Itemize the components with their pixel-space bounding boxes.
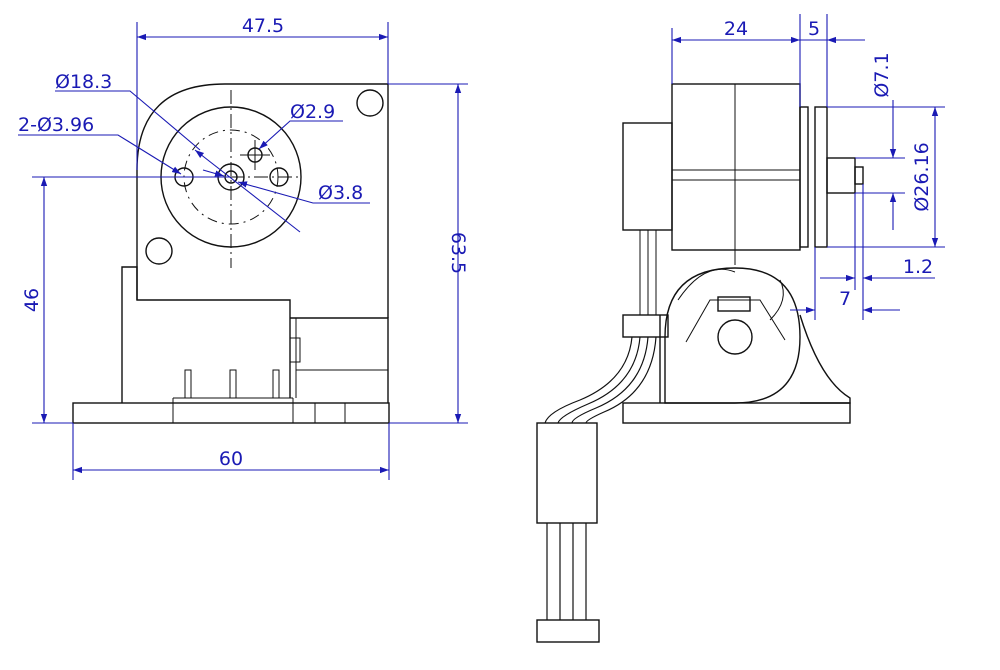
side-view: [536, 83, 864, 643]
dim-width-top: 47.5: [242, 15, 284, 37]
cable-clip: [622, 314, 669, 338]
dim-small-hole: Ø2.9: [290, 101, 335, 123]
connector-block: [622, 122, 673, 231]
corner-hole-bottom: [145, 237, 173, 265]
side-dimensions: 24 5 Ø7.1 Ø26.16 1.2 7: [671, 14, 945, 320]
dim-shaft-tip: Ø7.1: [871, 52, 893, 97]
side-flange: [814, 106, 828, 248]
dim-flange-depth: 5: [808, 18, 820, 40]
dim-body-depth: 24: [724, 18, 748, 40]
motor-body: [671, 83, 801, 251]
dim-shaft-step: 1.2: [903, 256, 933, 278]
gear-housing-stub: [290, 317, 389, 403]
dim-flange-diameter: Ø26.16: [911, 142, 933, 211]
corner-hole-top: [356, 89, 384, 117]
dim-axis-height: 46: [21, 288, 43, 312]
dim-base-width: 60: [219, 448, 243, 470]
dim-shaft-length: 7: [839, 288, 851, 310]
front-bracket: [121, 266, 291, 403]
side-base-plate: [622, 402, 851, 424]
cable-plug: [536, 619, 600, 643]
output-shaft: [717, 319, 753, 355]
dim-total-height: 63.5: [447, 232, 469, 274]
side-shaft: [826, 157, 856, 194]
dim-shaft-diameter: Ø3.8: [318, 182, 363, 204]
side-flange-plate: [799, 106, 809, 248]
connector-pins: [184, 369, 280, 399]
gear-housing: [664, 267, 801, 404]
dim-hub-diameter: Ø18.3: [55, 71, 112, 93]
ribbon-cable: [544, 336, 657, 424]
side-support: [799, 314, 851, 404]
front-dimensions: 47.5 Ø18.3 2-Ø3.96 Ø2.9 Ø3.8 63.5 46 60: [18, 15, 469, 480]
gear-key: [717, 296, 751, 312]
dim-mount-holes: 2-Ø3.96: [18, 114, 94, 136]
cable-sleeve: [536, 422, 598, 524]
front-base-plate: [72, 402, 390, 424]
front-view: [72, 83, 390, 424]
